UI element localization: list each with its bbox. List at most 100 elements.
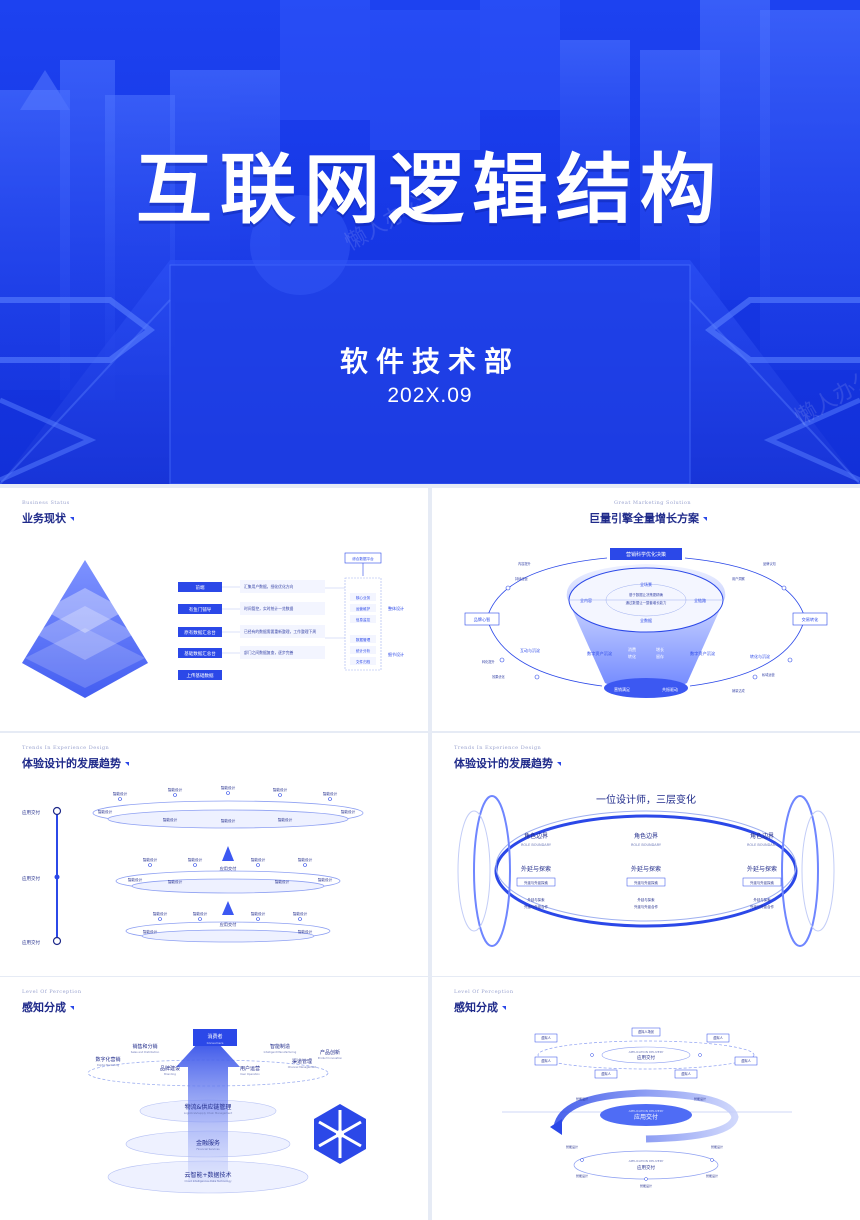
svg-text:智能设计: 智能设计 (143, 857, 158, 862)
svg-text:外延与探索: 外延与探索 (631, 865, 661, 873)
slide-subtitle-en: Level Of Perception (22, 989, 82, 995)
svg-text:持续经营: 持续经营 (515, 576, 528, 581)
svg-text:智能设计: 智能设计 (168, 787, 183, 792)
svg-text:应用交付: 应用交付 (220, 865, 237, 872)
svg-text:智能制造: 智能制造 (270, 1043, 290, 1050)
svg-text:智能设计: 智能设计 (278, 817, 293, 822)
left-box: 品牌心智 (474, 616, 491, 623)
svg-text:智能设计: 智能设计 (221, 785, 236, 790)
svg-text:消费: 消费 (628, 646, 636, 652)
svg-text:智能设计: 智能设计 (640, 1183, 652, 1188)
slide-subtitle-en: Trends In Experience Design (22, 745, 110, 751)
svg-text:效果优化: 效果优化 (492, 674, 506, 679)
svg-text:智能设计: 智能设计 (706, 1173, 718, 1178)
svg-text:智能设计: 智能设计 (576, 1096, 588, 1101)
svg-text:虚拟人: 虚拟人 (601, 1071, 611, 1076)
svg-text:虚拟人: 虚拟人 (713, 1035, 723, 1040)
slide-subtitle-en: Business Status (22, 500, 70, 506)
slide-business-status[interactable]: Business Status 业务现状 前端 (0, 488, 428, 731)
slide-growth-solution[interactable]: Great Marketing Solution 巨量引擎全量增长方案 营销科学… (432, 488, 860, 731)
svg-text:智能设计: 智能设计 (251, 857, 266, 862)
right-box: 交易转化 (802, 616, 820, 623)
svg-text:内容提升: 内容提升 (518, 561, 532, 566)
svg-text:营销满足: 营销满足 (614, 686, 630, 692)
svg-text:智能设计: 智能设计 (188, 857, 203, 862)
svg-text:外延与外延探索: 外延与外延探索 (524, 880, 548, 885)
svg-text:智能设计: 智能设计 (251, 911, 266, 916)
slide-perception-levels-1[interactable]: Level Of Perception 感知分成 消费者 Consumers 数… (0, 977, 428, 1220)
svg-text:云智能+数据技术: 云智能+数据技术 (184, 1171, 231, 1179)
mid-text: 部门之间数据复查，逐步完善 (244, 650, 294, 655)
business-status-diagram: 前端 有鱼门铺导 原有数据汇总台 基础数据汇总台 上传基础数据 汇集用户数据，细… (22, 552, 404, 698)
svg-text:虚拟人: 虚拟人 (541, 1035, 551, 1040)
svg-text:Sales and Distribution: Sales and Distribution (131, 1050, 160, 1054)
slide-title: 体验设计的发展趋势 (454, 755, 561, 771)
svg-text:物流&供应链管理: 物流&供应链管理 (185, 1103, 232, 1111)
funnel-diagram: 营销科学优化决策 全场景 全内容 全链路 全数据 基于数据让决策更精确 通过数据… (464, 548, 828, 698)
cover-department: 软件技术部 (339, 345, 520, 378)
right-item: 核心业务 (356, 595, 371, 600)
svg-text:应用交付: 应用交付 (637, 1054, 655, 1061)
svg-text:渠道管理: 渠道管理 (292, 1058, 312, 1065)
svg-text:智能设计: 智能设计 (293, 911, 308, 916)
svg-text:智能设计: 智能设计 (298, 929, 313, 934)
mid-text: 时间管控，实时统计一览数据 (244, 606, 294, 611)
svg-text:外延与探索: 外延与探索 (528, 897, 546, 902)
svg-text:外延与外延合作: 外延与外延合作 (634, 904, 658, 909)
svg-text:智能设计: 智能设计 (323, 791, 338, 796)
svg-text:智能设计: 智能设计 (341, 809, 356, 814)
svg-text:Branding: Branding (164, 1072, 176, 1076)
svg-text:智能设计: 智能设计 (153, 911, 168, 916)
svg-text:留存: 留存 (656, 653, 664, 659)
svg-text:数字资产沉淀: 数字资产沉淀 (690, 650, 716, 657)
svg-text:智能设计: 智能设计 (128, 877, 143, 882)
svg-text:智能设计: 智能设计 (694, 1096, 706, 1101)
slide-subtitle-en: Great Marketing Solution (614, 500, 692, 506)
right-top-box: 综合数据平台 (352, 556, 374, 561)
cover-title: 互联网逻辑结构 (136, 145, 724, 234)
left-box-label: 有鱼门铺导 (189, 606, 212, 613)
svg-text:外延与探索: 外延与探索 (521, 865, 551, 873)
svg-text:智能设计: 智能设计 (168, 879, 183, 884)
cover-date: 202X.09 (387, 384, 473, 407)
svg-text:智能设计: 智能设计 (576, 1173, 588, 1178)
svg-text:智能设计: 智能设计 (163, 817, 178, 822)
cover-slide[interactable]: 互联网逻辑结构 软件技术部 202X.09 懒人办公 懒人办公 (0, 0, 860, 484)
slide-perception-levels-2[interactable]: Level Of Perception 感知分成 APPLICATION DEL… (432, 977, 860, 1220)
right-item: 统计分析 (356, 648, 371, 653)
svg-text:私域运营: 私域运营 (762, 672, 775, 677)
svg-text:Channel Management: Channel Management (288, 1065, 317, 1069)
left-box-label: 上传基础数据 (187, 672, 214, 679)
svg-text:转化与沉淀: 转化与沉淀 (750, 653, 770, 659)
svg-text:Product Innovation: Product Innovation (318, 1056, 343, 1060)
timeline-label: 应用交付 (22, 875, 40, 882)
svg-text:智能设计: 智能设计 (98, 809, 113, 814)
left-box-label: 原有数据汇总台 (184, 629, 216, 636)
svg-text:全链路: 全链路 (694, 597, 706, 603)
svg-text:虚拟人: 虚拟人 (541, 1058, 551, 1063)
svg-text:Cloud Intelligence+Data Techno: Cloud Intelligence+Data Technology (184, 1179, 232, 1183)
slide-title: 业务现状 (22, 510, 74, 526)
svg-text:全数据: 全数据 (640, 617, 652, 623)
svg-text:外延与外延探索: 外延与外延探索 (750, 880, 774, 885)
svg-text:Consumers: Consumers (207, 1041, 224, 1045)
svg-text:智能设计: 智能设计 (566, 1144, 578, 1149)
svg-text:外延与探索: 外延与探索 (638, 897, 656, 902)
slide-design-trends-1[interactable]: Trends In Experience Design 体验设计的发展趋势 应用… (0, 733, 428, 976)
pyramid-graphic (22, 560, 148, 698)
svg-text:Intelligent Manufacturing: Intelligent Manufacturing (264, 1050, 297, 1054)
slide-design-trends-2[interactable]: Trends In Experience Design 体验设计的发展趋势 一位… (432, 733, 860, 976)
svg-text:角色边界: 角色边界 (524, 832, 548, 840)
perception-cone-diagram: 消费者 Consumers 数字化营销 销售和分销 品牌建设 用户运营 智能制造… (87, 1029, 366, 1194)
svg-text:金融服务: 金融服务 (196, 1139, 220, 1147)
right-label: 细节设计 (388, 651, 404, 657)
timeline-label: 应用交付 (22, 939, 40, 946)
svg-text:APPLICATION DELIVERY: APPLICATION DELIVERY (629, 1109, 664, 1113)
slide-subtitle-en: Level Of Perception (454, 989, 514, 995)
svg-text:智能设计: 智能设计 (318, 877, 333, 882)
svg-text:数字化营销: 数字化营销 (95, 1056, 120, 1063)
snowflake-logo-icon (314, 1104, 366, 1164)
layered-rings-diagram: 应用交付 应用交付 应用交付 应用交付 应用交付 智能设计 智能设计 智能设计 … (22, 785, 364, 946)
right-item: 数据管理 (356, 637, 371, 642)
